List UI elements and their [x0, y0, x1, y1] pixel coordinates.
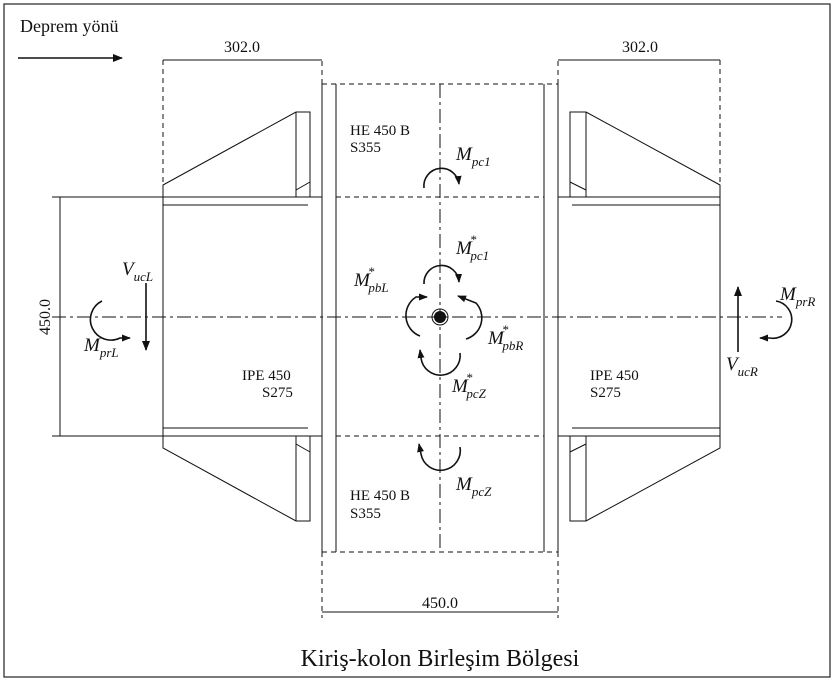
moment-pcZ-arrow: [417, 443, 462, 472]
figure-caption: Kiriş-kolon Birleşim Bölgesi: [301, 646, 580, 672]
left-beam-section: IPE 450: [242, 368, 291, 384]
dimension-lines: [52, 59, 720, 613]
moment-pcZ-star-arrow: [417, 349, 461, 376]
moment-pbR-star-label: M*pbR: [487, 322, 523, 353]
moment-pc1-arrow: [423, 167, 462, 189]
column-width-label: 450.0: [422, 595, 458, 612]
left-beam-steel: S275: [262, 385, 293, 401]
moment-prR-arrow: [759, 300, 793, 342]
lower-column-section: HE 450 B: [350, 488, 410, 504]
moment-pbL-star-label: M*pbL: [353, 264, 389, 295]
right-beam-section: IPE 450: [590, 368, 639, 384]
moment-prL-label: MprL: [83, 335, 119, 360]
moment-pbR-star-arrow: [457, 295, 483, 340]
moment-pc1-label: Mpc1: [455, 144, 491, 169]
moment-pbL-star-arrow: [405, 293, 428, 337]
moment-pcZ-label: MpcZ: [455, 474, 492, 499]
moment-prR-label: MprR: [779, 284, 815, 309]
upper-column-section: HE 450 B: [350, 123, 410, 139]
moment-pc1-star-arrow: [423, 264, 463, 285]
moment-prL-arrow: [89, 300, 131, 342]
left-beam: [162, 111, 322, 522]
joint-center-ring: [431, 308, 449, 326]
shear-ucR-label: VucR: [726, 354, 758, 379]
left-beam-length-label: 302.0: [224, 39, 260, 56]
right-beam-steel: S275: [590, 385, 621, 401]
joint-center-node: [434, 311, 446, 323]
beam-depth-label: 450.0: [37, 299, 54, 335]
center-lines: [52, 84, 782, 552]
column: [321, 84, 559, 552]
upper-column-steel: S355: [350, 140, 381, 156]
lower-column-steel: S355: [350, 506, 381, 522]
figure-frame: [3, 3, 831, 678]
moment-pcZ-star-label: M*pcZ: [451, 370, 487, 401]
right-beam-length-label: 302.0: [622, 39, 658, 56]
right-beam: [558, 111, 721, 522]
column-cut-lines: [162, 60, 721, 618]
earthquake-direction-label: Deprem yönü: [20, 16, 118, 36]
moment-pc1-star-label: M*pc1: [455, 232, 489, 263]
shear-ucL-label: VucL: [122, 259, 153, 284]
